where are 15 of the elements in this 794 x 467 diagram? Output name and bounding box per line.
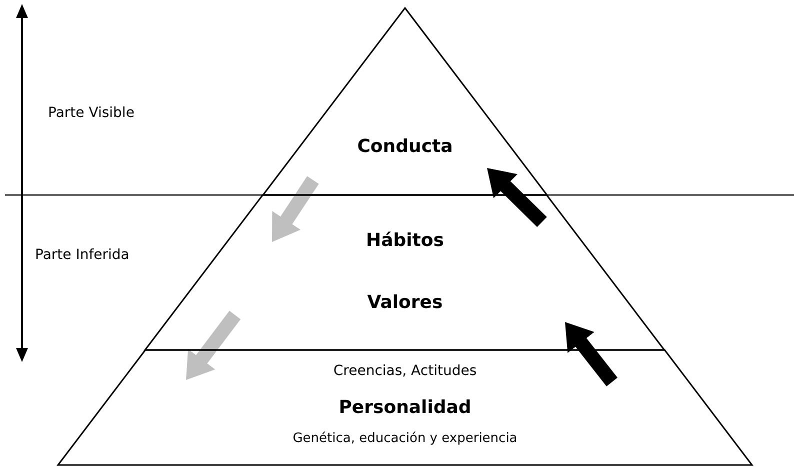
block-arrow (565, 322, 618, 386)
block-arrow (487, 168, 547, 227)
pyramid-layer (145, 195, 665, 350)
pyramid-layer (58, 350, 752, 465)
block-arrow (186, 310, 241, 380)
pyramid-layer (263, 8, 547, 195)
region-label: Parte Visible (48, 105, 134, 121)
layer-label: Hábitos (366, 230, 444, 251)
layer-label: Personalidad (338, 397, 472, 418)
region-label: Parte Inferida (35, 247, 130, 263)
layer-subtitle: Genética, educación y experiencia (292, 431, 518, 446)
layer-subtitle: Creencias, Actitudes (333, 363, 477, 379)
block-arrow (272, 176, 319, 242)
layer-label: Conducta (357, 136, 453, 157)
layer-label: Valores (367, 292, 443, 313)
